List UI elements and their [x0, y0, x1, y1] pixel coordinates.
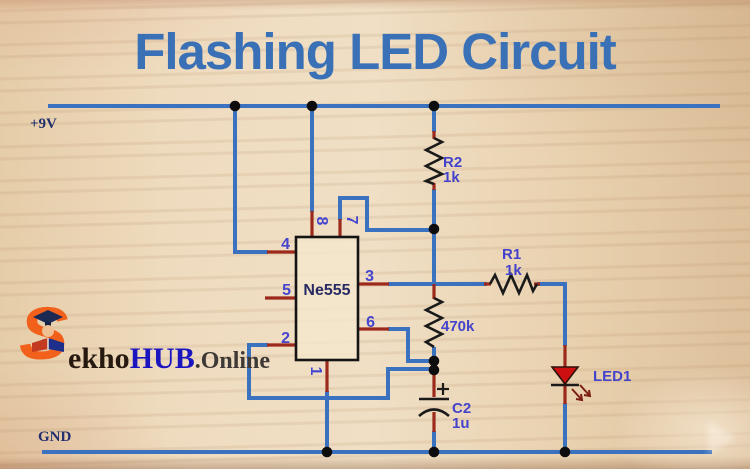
- pin-8-label: 8: [313, 217, 330, 226]
- resistor-r2-ref: R2: [443, 154, 462, 171]
- resistor-r1: [488, 271, 539, 297]
- logo-text-hub: HUB: [129, 342, 195, 375]
- capacitor-c2-plate-curved: [418, 408, 450, 418]
- logo-s-mark: S: [19, 296, 68, 368]
- led1-label: LED1: [593, 368, 631, 385]
- logo-text-online: .Online: [194, 348, 271, 374]
- logo-text-ekho: ekho: [68, 342, 130, 375]
- wire-pin7-loop: [338, 196, 432, 232]
- wire-pin2-loop: [247, 343, 431, 400]
- pin-2-label: 2: [281, 330, 290, 347]
- capacitor-c2-ref: C2: [452, 400, 471, 417]
- resistor-r2-value: 1k: [443, 169, 460, 186]
- wire-pin4: [233, 106, 268, 254]
- resistor-rt-value: 470k: [441, 318, 475, 335]
- capacitor-plus-icon: [437, 383, 449, 395]
- pin-5-label: 5: [282, 282, 291, 299]
- resistor-r2: [422, 136, 446, 186]
- pin-4-label: 4: [281, 236, 290, 253]
- wire-group: [42, 104, 720, 454]
- sekhohub-logo: S ekhoHUB.Online: [18, 296, 270, 376]
- page-title: Flashing LED Circuit: [134, 23, 617, 80]
- ic-ne555-label: Ne555: [303, 282, 350, 299]
- resistor-rt-470k: [423, 296, 445, 349]
- pin-7-label: 7: [343, 216, 360, 225]
- pin-6-label: 6: [366, 314, 375, 331]
- stub-group: [265, 131, 567, 432]
- graduate-student-icon: [32, 310, 64, 352]
- led-arrow-icons: [571, 384, 592, 402]
- faint-arrow-watermark: [708, 421, 736, 455]
- rail-label-plus9v: +9V: [30, 116, 57, 132]
- wire-pin6: [388, 327, 431, 363]
- rail-label-gnd: GND: [38, 429, 72, 445]
- resistor-r1-value: 1k: [505, 262, 522, 279]
- pin-3-label: 3: [365, 268, 374, 285]
- capacitor-c2-value: 1u: [452, 415, 470, 432]
- led-triangle-icon: [550, 366, 580, 386]
- component-group: [418, 136, 579, 418]
- logo-wordmark: ekhoHUB.Online: [68, 342, 270, 376]
- ic-ne555-body: [294, 235, 360, 362]
- wire-r1-to-led: [537, 282, 567, 346]
- junction-dots: [229, 100, 571, 458]
- resistor-r1-ref: R1: [502, 246, 521, 263]
- pin-1-label: 1: [307, 367, 324, 376]
